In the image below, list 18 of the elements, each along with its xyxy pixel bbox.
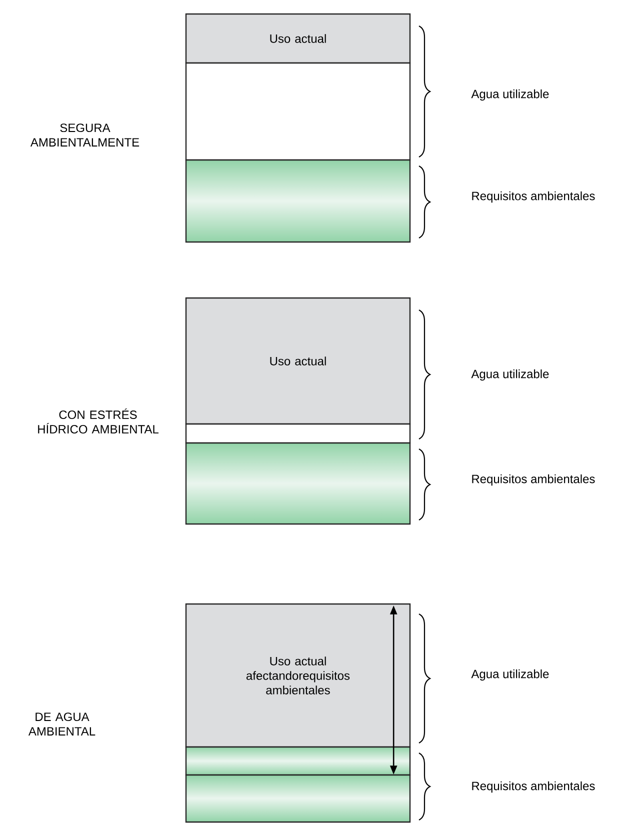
panel-title: CON ESTRÉS HÍDRICO AMBIENTAL: [38, 408, 158, 434]
bar-segment: [185, 442, 411, 525]
brace-label: Agua utilizable: [471, 669, 549, 681]
brace-label: Requisitos ambientales: [472, 474, 595, 486]
brace-label: Requisitos ambientales: [472, 781, 595, 793]
brace-label: Agua utilizable: [471, 369, 549, 381]
usage-box: Uso actual: [185, 13, 411, 64]
panel-title: SEGURA AMBIENTALMENTE: [30, 124, 140, 146]
brace-label: Agua utilizable: [471, 89, 549, 101]
panel-title: DE AGUA AMBIENTAL: [28, 712, 96, 736]
bar-segment: [185, 62, 411, 161]
bar-segment: [185, 423, 411, 444]
bar-segment: [185, 774, 411, 823]
brace-label: Requisitos ambientales: [472, 191, 595, 203]
usage-box: Uso actual: [185, 297, 411, 425]
bar-segment: [185, 746, 411, 776]
usage-box: Uso actual afectandorequisitos ambientales: [185, 603, 411, 748]
bar-segment: [185, 159, 411, 243]
